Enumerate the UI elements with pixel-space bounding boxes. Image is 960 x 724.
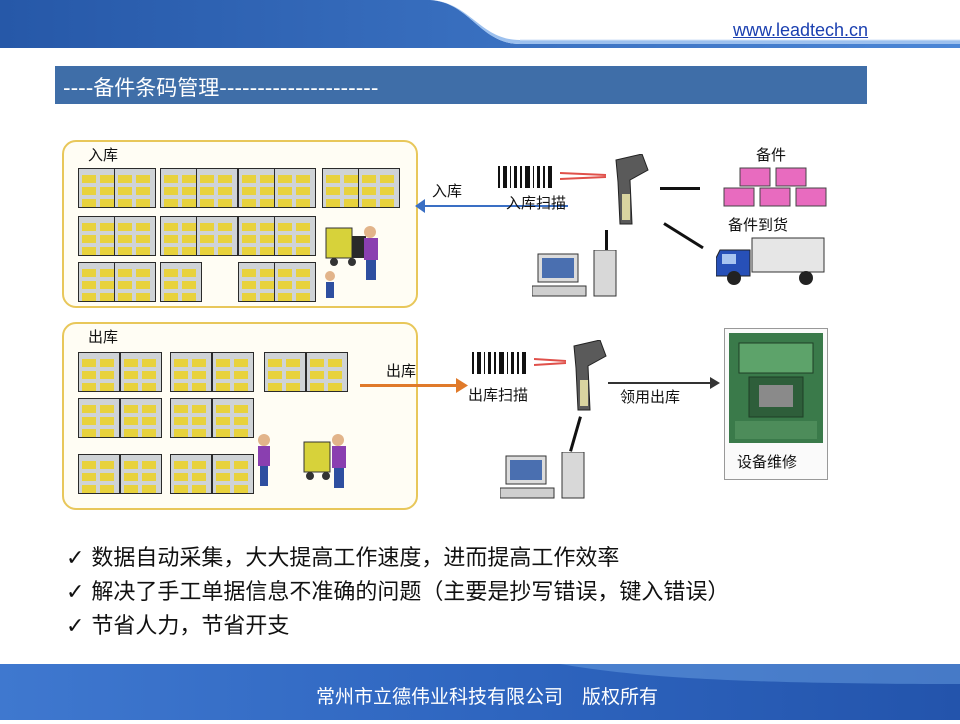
shelf-rack [120,352,162,392]
maintenance-label: 设备维修 [737,453,798,471]
shelf-rack [212,352,254,392]
shelf-rack [160,262,202,302]
shelf-rack [274,262,316,302]
shelf-rack [264,352,306,392]
header-band [0,0,960,48]
shelf-rack [274,168,316,208]
header-wave [0,0,960,48]
section-title: ----备件条码管理--------------------- [63,76,379,100]
machine-icon [729,333,823,443]
shelf-rack [196,168,238,208]
equipment-panel: 设备维修 [724,328,828,480]
shelf-rack [170,352,212,392]
computer-icon [500,452,585,499]
arrow-head-right-icon [710,377,720,389]
scanner-to-truck-line [663,222,704,250]
shelf-rack [238,262,280,302]
scanner-cable [569,416,582,452]
section-title-bar: ----备件条码管理--------------------- [55,66,867,104]
shelf-rack [238,168,280,208]
shelf-rack [78,216,120,256]
shelf-rack [170,398,212,438]
footer-wave [0,664,960,720]
parts-label: 备件 [756,146,787,164]
outbound-area-label: 出库 [88,328,119,346]
outbound-arrow-label: 出库 [386,362,417,380]
shelf-rack [114,262,156,302]
inbound-arrow [418,205,568,207]
arrow-head-left-icon [415,199,425,213]
laser-beam-icon [560,172,606,180]
shelf-rack [160,216,202,256]
outbound-warehouse: 出库 [62,322,418,510]
laser-beam-icon [534,358,566,366]
parts-boxes-icon [723,167,827,207]
shelf-rack [306,352,348,392]
arrival-label: 备件到货 [728,216,789,234]
delivery-truck-icon [716,237,825,285]
shelf-rack [78,398,120,438]
shelf-rack [212,454,254,494]
requisition-arrow [608,382,712,384]
shelf-rack [120,398,162,438]
bullet-point: ✓ 解决了手工单据信息不准确的问题（主要是抄写错误，键入错误） [66,580,730,605]
outbound-scan-label: 出库扫描 [468,386,529,404]
shelf-rack [196,216,238,256]
scanner-to-parts-line [660,187,700,190]
bullet-point: ✓ 数据自动采集，大大提高工作速度，进而提高工作效率 [66,546,620,571]
inbound-scan-label: 入库扫描 [506,194,567,212]
barcode-scanner-icon [573,340,607,411]
outbound-arrow [360,384,458,387]
shelf-rack [322,168,364,208]
shelf-rack [274,216,316,256]
shelf-rack [170,454,212,494]
website-link[interactable]: www.leadtech.cn [733,20,869,40]
shelf-rack [238,216,280,256]
requisition-label: 领用出库 [620,388,681,406]
footer-band: 常州市立德伟业科技有限公司 版权所有 [0,664,960,720]
shelf-rack [120,454,162,494]
inbound-warehouse: 入库 [62,140,418,308]
arrow-head-right-icon [456,378,468,393]
inbound-arrow-label: 入库 [432,182,463,200]
scanner-cable [605,230,608,256]
copyright-text: 常州市立德伟业科技有限公司 版权所有 [316,686,659,708]
inbound-area-label: 入库 [88,146,119,164]
worker-forklift-icon [325,226,378,298]
barcode-icon [498,166,552,188]
barcode-scanner-icon [615,154,649,225]
shelf-rack [114,168,156,208]
shelf-rack [78,352,120,392]
shelf-rack [212,398,254,438]
bullet-point: ✓ 节省人力，节省开支 [66,614,290,639]
shelf-rack [114,216,156,256]
worker-forklift-icon [258,434,346,488]
shelf-rack [78,454,120,494]
process-diagram: 入库 入库 [60,132,840,512]
computer-icon [532,250,617,297]
shelf-rack [358,168,400,208]
barcode-icon [472,352,526,374]
